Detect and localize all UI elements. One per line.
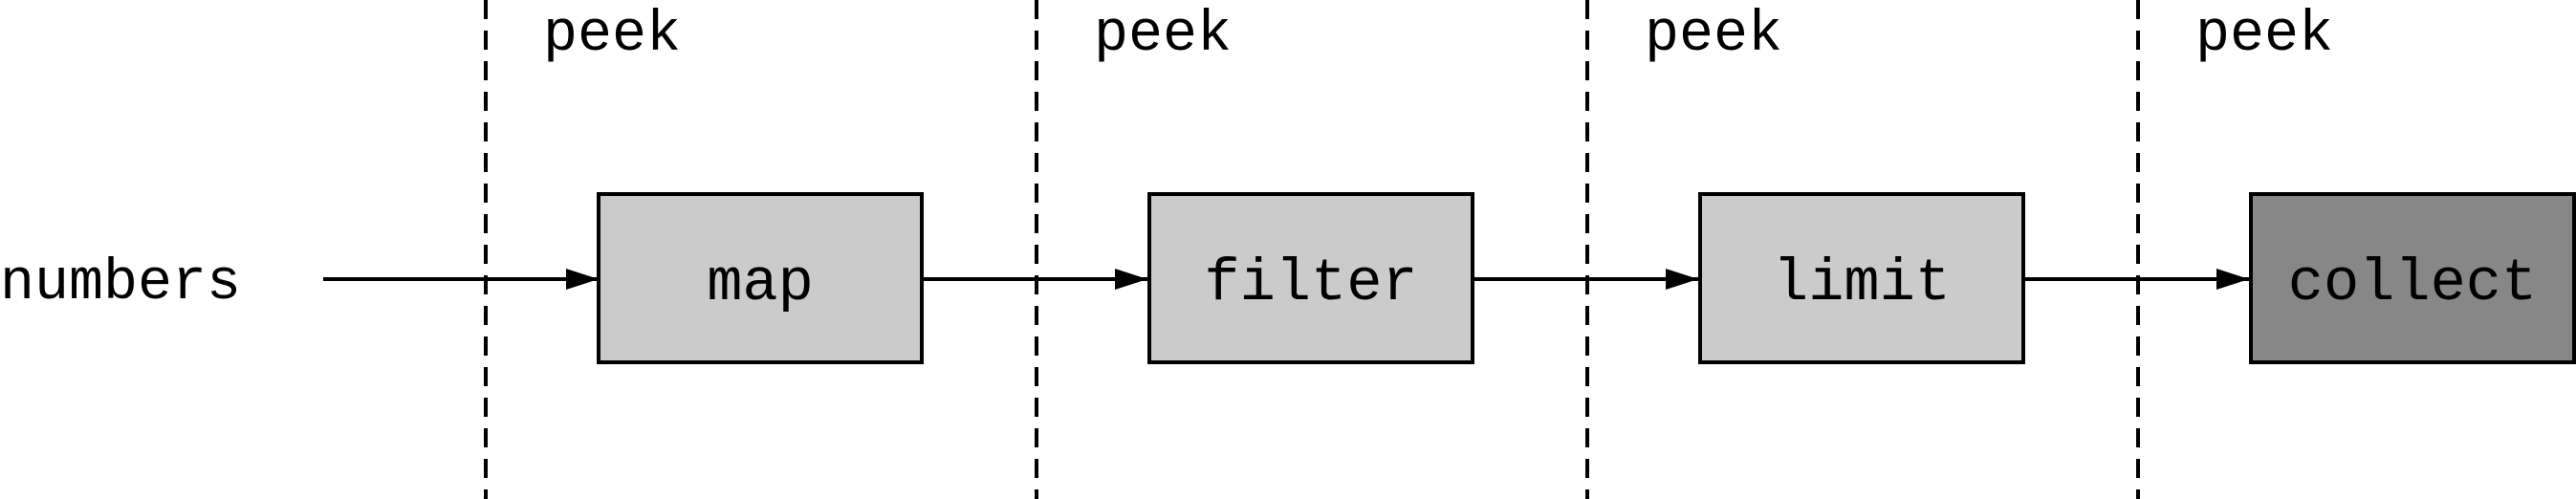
stage-box-collect bbox=[2249, 192, 2576, 364]
stage-label-map: map bbox=[707, 250, 814, 317]
peek-label-4: peek bbox=[2195, 3, 2333, 68]
stage-label-limit: limit bbox=[1773, 250, 1951, 317]
stage-box-limit bbox=[1698, 192, 2025, 364]
source-label: numbers bbox=[0, 251, 241, 316]
peek-label-1: peek bbox=[543, 3, 681, 68]
peek-label-2: peek bbox=[1094, 3, 1232, 68]
stage-box-filter bbox=[1147, 192, 1474, 364]
peek-label-3: peek bbox=[1645, 3, 1782, 68]
stage-label-filter: filter bbox=[1204, 250, 1417, 317]
stage-label-collect: collect bbox=[2288, 250, 2537, 317]
stage-box-map bbox=[597, 192, 924, 364]
